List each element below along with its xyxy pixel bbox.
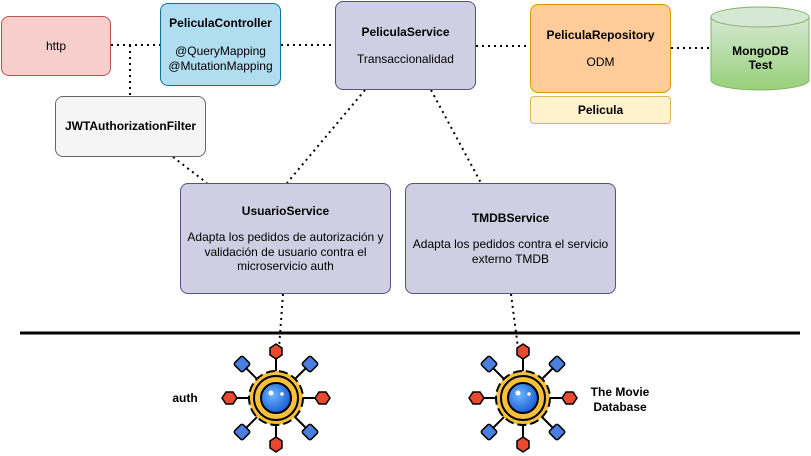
database-cylinder-icon — [710, 6, 810, 91]
database-title: MongoDB — [732, 44, 789, 58]
edge-jwt-usuario — [172, 156, 208, 184]
mongodb-label: MongoDB Test — [711, 44, 810, 73]
controller-title: PeliculaController — [169, 15, 272, 30]
pelicula-entity-node: Pelicula — [530, 96, 671, 124]
tmdb-description: Adapta los pedidos contra el servicio ex… — [412, 237, 609, 266]
pelicula-repository-node: PeliculaRepository ODM — [530, 4, 671, 93]
service-subtitle: Transaccionalidad — [357, 51, 454, 66]
usuario-description: Adapta los pedidos de autorización y val… — [187, 230, 384, 273]
http-title: http — [45, 38, 66, 53]
repository-title: PeliculaRepository — [546, 28, 655, 43]
http-node: http — [1, 16, 111, 76]
edge-service-usuario — [286, 89, 366, 184]
moviedb-label: The Movie Database — [590, 385, 650, 414]
auth-microservice-icon — [221, 343, 331, 453]
pelicula-service-node: PeliculaService Transaccionalidad — [335, 1, 476, 90]
pelicula-controller-node: PeliculaController @QueryMapping @Mutati… — [160, 3, 281, 86]
jwt-filter-node: JWTAuthorizationFilter — [55, 96, 206, 157]
entity-title: Pelicula — [577, 102, 624, 117]
controller-mutation-mapping: @MutationMapping — [168, 58, 273, 73]
usuario-title: UsuarioService — [241, 203, 330, 218]
repository-subtitle: ODM — [586, 54, 615, 69]
database-subtitle: Test — [748, 58, 773, 73]
tmdb-title: TMDBService — [471, 210, 550, 225]
edge-tmdb-moviedb — [510, 293, 519, 349]
edge-usuario-auth — [278, 293, 284, 349]
controller-query-mapping: @QueryMapping — [175, 44, 266, 59]
service-title: PeliculaService — [361, 25, 450, 40]
auth-label: auth — [172, 391, 198, 405]
usuario-service-node: UsuarioService Adapta los pedidos de aut… — [180, 183, 391, 294]
tmdb-service-node: TMDBService Adapta los pedidos contra el… — [405, 183, 616, 294]
edge-service-tmdb — [430, 89, 482, 184]
jwt-title: JWTAuthorizationFilter — [64, 119, 197, 134]
moviedb-microservice-icon — [468, 343, 578, 453]
